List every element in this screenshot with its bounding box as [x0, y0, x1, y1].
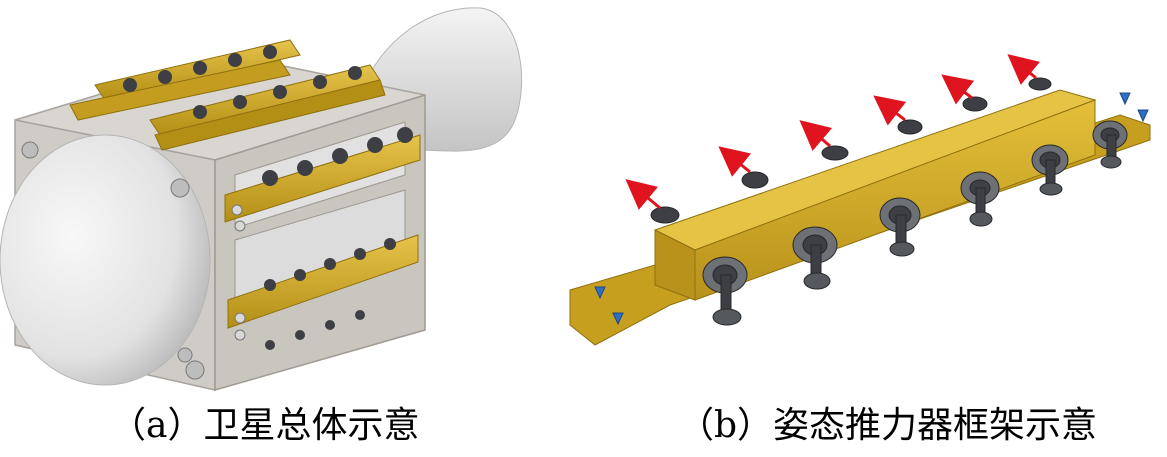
top-thruster-frames: [69, 39, 386, 151]
blue-cone-marker-icon: [612, 312, 624, 326]
red-arrow-icon: [799, 120, 833, 151]
thruster-frame-figure: [560, 0, 1160, 400]
caption-a: （a）卫星总体示意: [110, 405, 420, 446]
satellite-overall-figure: [0, 0, 540, 400]
blue-cone-marker-icon: [1119, 92, 1131, 106]
red-arrow-icon: [1007, 54, 1041, 85]
red-arrow-icon: [718, 146, 752, 177]
support-markers: [594, 92, 1149, 326]
thruster-frame-drawing: [569, 54, 1151, 346]
corner-bolts: [21, 141, 205, 380]
satellite-drawing: [0, 7, 523, 391]
red-arrow-icon: [873, 95, 907, 126]
red-arrow-icon: [625, 179, 661, 210]
red-arrow-icon: [941, 74, 975, 105]
blue-cone-marker-icon: [594, 286, 606, 300]
side-thruster-frames: [224, 127, 421, 350]
front-tank: [0, 134, 211, 386]
nozzles: [702, 120, 1128, 326]
blue-cone-marker-icon: [1137, 109, 1149, 123]
force-arrows: [625, 54, 1041, 210]
caption-b: （b）姿态推力器框架示意: [678, 405, 1098, 446]
